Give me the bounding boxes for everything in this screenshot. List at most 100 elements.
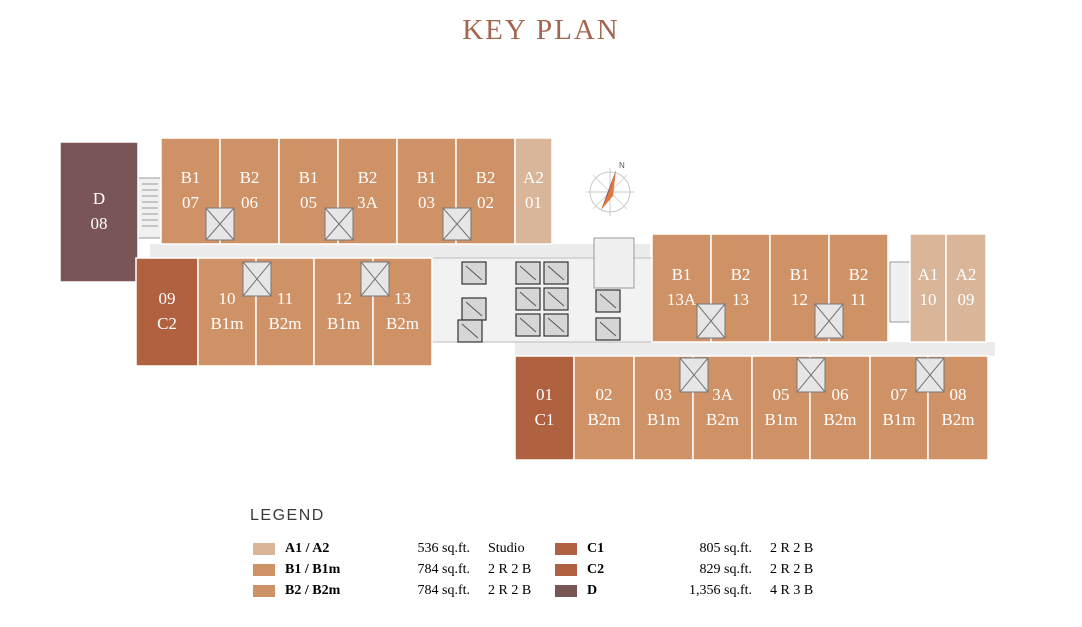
- unit-label-bottom: B1m: [882, 410, 915, 429]
- void-box: [814, 303, 844, 339]
- compass-north-label: N: [619, 161, 625, 170]
- unit-label-bottom: 06: [241, 193, 258, 212]
- unit-label-top: 07: [891, 385, 909, 404]
- unit-label-top: B2: [358, 168, 378, 187]
- legend-config: 4 R 3 B: [770, 583, 814, 598]
- unit-shape: [135, 257, 199, 367]
- floor-plan: B107B206B105B23AB103B202A201D0809C210B1m…: [59, 137, 995, 461]
- unit-label-top: 10: [219, 289, 236, 308]
- unit-label-bottom: B2m: [941, 410, 974, 429]
- unit-label-top: 11: [277, 289, 293, 308]
- legend-row: C1 805 sq.ft. 2 R 2 B: [555, 539, 813, 559]
- unit-label-bottom: 13A: [667, 290, 697, 309]
- legend-area: 1,356 sq.ft.: [689, 583, 752, 598]
- legend-heading: LEGEND: [250, 507, 325, 524]
- unit-label-bottom: B2m: [386, 314, 419, 333]
- legend-swatch: [555, 543, 577, 555]
- compass-icon: N: [586, 161, 634, 216]
- unit-label-top: 12: [335, 289, 352, 308]
- unit-label-bottom: 01: [525, 193, 542, 212]
- legend-area: 536 sq.ft.: [417, 541, 471, 556]
- void-box: [915, 357, 945, 393]
- legend-swatch: [253, 585, 275, 597]
- unit-label-bottom: 03: [418, 193, 435, 212]
- unit-label-bottom: B2m: [587, 410, 620, 429]
- unit-label-top: 06: [832, 385, 849, 404]
- legend-area: 784 sq.ft.: [417, 562, 471, 577]
- legend-swatch: [555, 585, 577, 597]
- legend-config: 2 R 2 B: [770, 562, 814, 577]
- void-box: [679, 357, 709, 393]
- unit-label-top: B2: [849, 265, 869, 284]
- void-box: [696, 303, 726, 339]
- void-box: [360, 261, 390, 297]
- lift-core: [457, 261, 621, 343]
- legend-row: B1 / B1m 784 sq.ft. 2 R 2 B: [253, 560, 531, 580]
- unit-label-top: 03: [655, 385, 672, 404]
- unit-label-top: B1: [790, 265, 810, 284]
- unit-shape: [573, 355, 635, 461]
- unit-label-top: B2: [476, 168, 496, 187]
- unit-label-top: B1: [417, 168, 437, 187]
- unit-label-bottom: C2: [157, 314, 177, 333]
- unit-label-bottom: 13: [732, 290, 749, 309]
- legend-type: C1: [587, 541, 605, 556]
- unit-d-08[interactable]: D08: [59, 141, 139, 283]
- unit-label-top: A2: [523, 168, 544, 187]
- void-box: [324, 207, 354, 241]
- page-title: KEY PLAN: [462, 14, 620, 46]
- legend-area: 805 sq.ft.: [699, 541, 753, 556]
- legend-swatch: [555, 564, 577, 576]
- unit-label-top: 09: [159, 289, 176, 308]
- legend-config: 2 R 2 B: [488, 562, 532, 577]
- unit-label-bottom: 07: [182, 193, 200, 212]
- unit-label-bottom: B1m: [764, 410, 797, 429]
- legend-type: A1 / A2: [285, 541, 330, 556]
- legend-area: 784 sq.ft.: [417, 583, 471, 598]
- void-box: [796, 357, 826, 393]
- unit-label-bottom: 05: [300, 193, 317, 212]
- unit-label-top: 02: [596, 385, 613, 404]
- unit-label-bottom: B2m: [268, 314, 301, 333]
- unit-label-top: 05: [773, 385, 790, 404]
- unit-label-bottom: B2m: [706, 410, 739, 429]
- legend-config: 2 R 2 B: [770, 541, 814, 556]
- corridor-lower: [515, 342, 995, 356]
- unit-label-bottom: 3A: [357, 193, 379, 212]
- unit-label-bottom: B1m: [327, 314, 360, 333]
- unit-label-bottom: 09: [958, 290, 975, 309]
- unit-label-top: B2: [731, 265, 751, 284]
- unit-label-bottom: 10: [920, 290, 937, 309]
- unit-shape: [59, 141, 139, 283]
- legend-swatch: [253, 543, 275, 555]
- void-box: [442, 207, 472, 241]
- unit-shape: [396, 137, 457, 245]
- stair-north: [593, 237, 635, 289]
- unit-shape: [514, 355, 575, 461]
- unit-label-bottom: B1m: [210, 314, 243, 333]
- unit-label-bottom: B1m: [647, 410, 680, 429]
- unit-label-top: 3A: [712, 385, 734, 404]
- unit-label-top: D: [93, 189, 105, 208]
- void-box: [205, 207, 235, 241]
- unit-shape: [909, 233, 947, 343]
- unit-label-top: B1: [672, 265, 692, 284]
- unit-label-bottom: B2m: [823, 410, 856, 429]
- legend-type: B1 / B1m: [285, 562, 341, 577]
- legend-area: 829 sq.ft.: [699, 562, 753, 577]
- legend-config: 2 R 2 B: [488, 583, 532, 598]
- unit-label-top: 01: [536, 385, 553, 404]
